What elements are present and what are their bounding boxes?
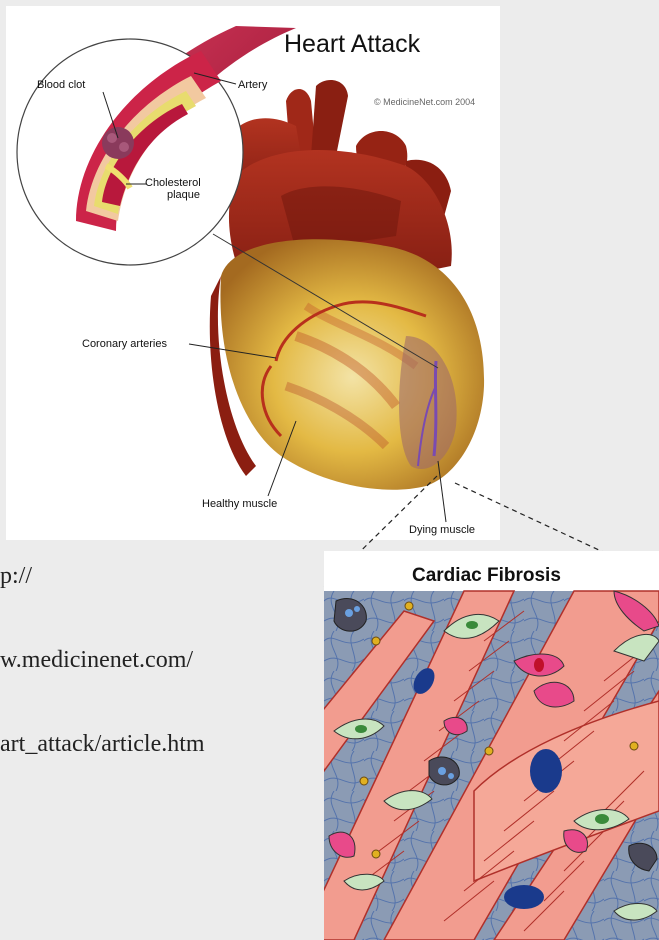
heart-attack-figure: Heart Attack © MedicineNet.com 2004: [6, 6, 500, 540]
heart-title: Heart Attack: [284, 30, 421, 58]
url-line-2: w.medicinenet.com/: [0, 646, 300, 674]
label-blood-clot: Blood clot: [37, 79, 85, 91]
heart-muscle: [210, 239, 484, 490]
nucleus: [530, 749, 562, 793]
copyright-text: © MedicineNet.com 2004: [374, 97, 475, 107]
cardiac-fibrosis-figure: Cardiac Fibrosis: [324, 551, 659, 940]
nucleus: [504, 885, 544, 909]
url-line-3: art_attack/article.htm: [0, 730, 300, 758]
source-url: p:// w.medicinenet.com/ art_attack/artic…: [0, 506, 300, 786]
artery-inset: [17, 39, 243, 265]
fibrosis-title: Cardiac Fibrosis: [412, 565, 561, 586]
label-dying-muscle: Dying muscle: [409, 524, 475, 536]
blood-clot-icon: [102, 127, 134, 159]
label-coronary-arteries: Coronary arteries: [82, 338, 167, 350]
label-healthy-muscle: Healthy muscle: [202, 498, 277, 510]
label-plaque: plaque: [167, 189, 200, 201]
label-artery: Artery: [238, 79, 268, 91]
label-cholesterol: Cholesterol: [145, 177, 201, 189]
url-line-1: p://: [0, 562, 300, 590]
